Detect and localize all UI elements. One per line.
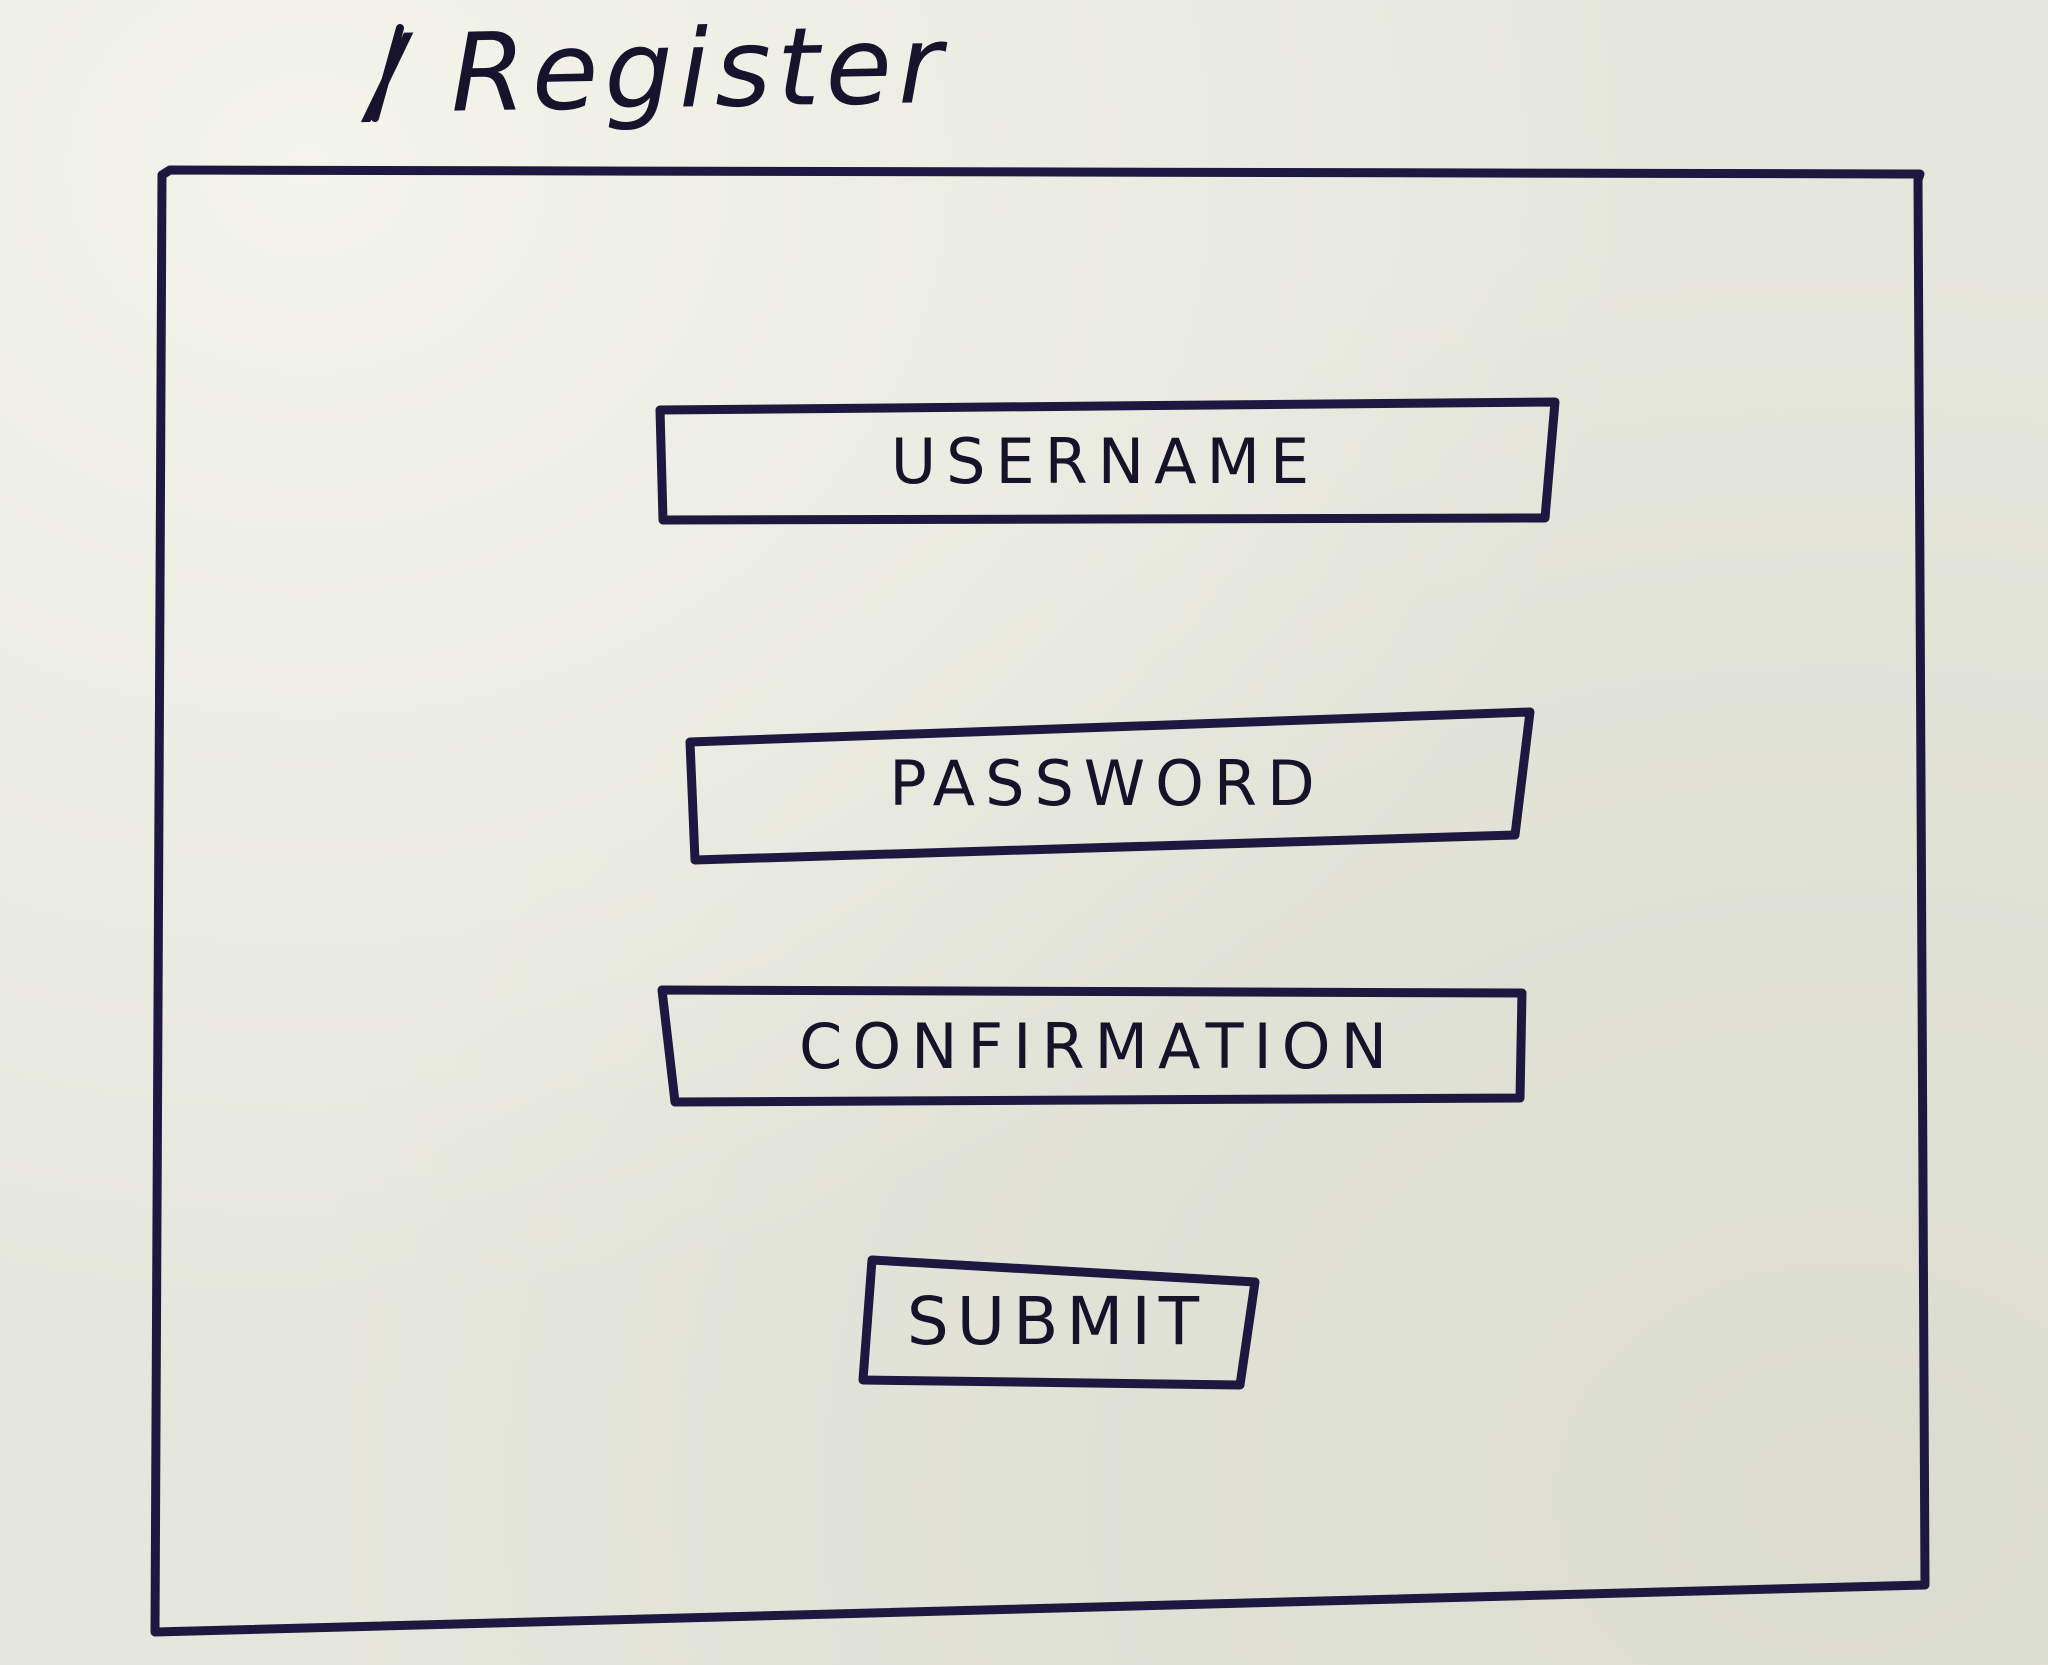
- page-frame: [150, 165, 1930, 1637]
- confirmation-placeholder: CONFIRMATION: [799, 1009, 1397, 1083]
- confirmation-input[interactable]: CONFIRMATION: [672, 990, 1524, 1102]
- password-box-outline: [685, 707, 1535, 865]
- submit-label: SUBMIT: [906, 1282, 1208, 1360]
- password-placeholder: PASSWORD: [889, 746, 1325, 820]
- title-slash: [371, 24, 404, 122]
- submit-box-outline: [858, 1255, 1260, 1390]
- password-input[interactable]: PASSWORD: [692, 718, 1522, 848]
- username-input[interactable]: USERNAME: [660, 402, 1550, 520]
- username-placeholder: USERNAME: [890, 424, 1320, 498]
- page-title: / Register: [366, 2, 950, 139]
- username-box-outline: [655, 397, 1560, 525]
- confirmation-box-outline: [657, 985, 1527, 1107]
- submit-button[interactable]: SUBMIT: [862, 1262, 1252, 1380]
